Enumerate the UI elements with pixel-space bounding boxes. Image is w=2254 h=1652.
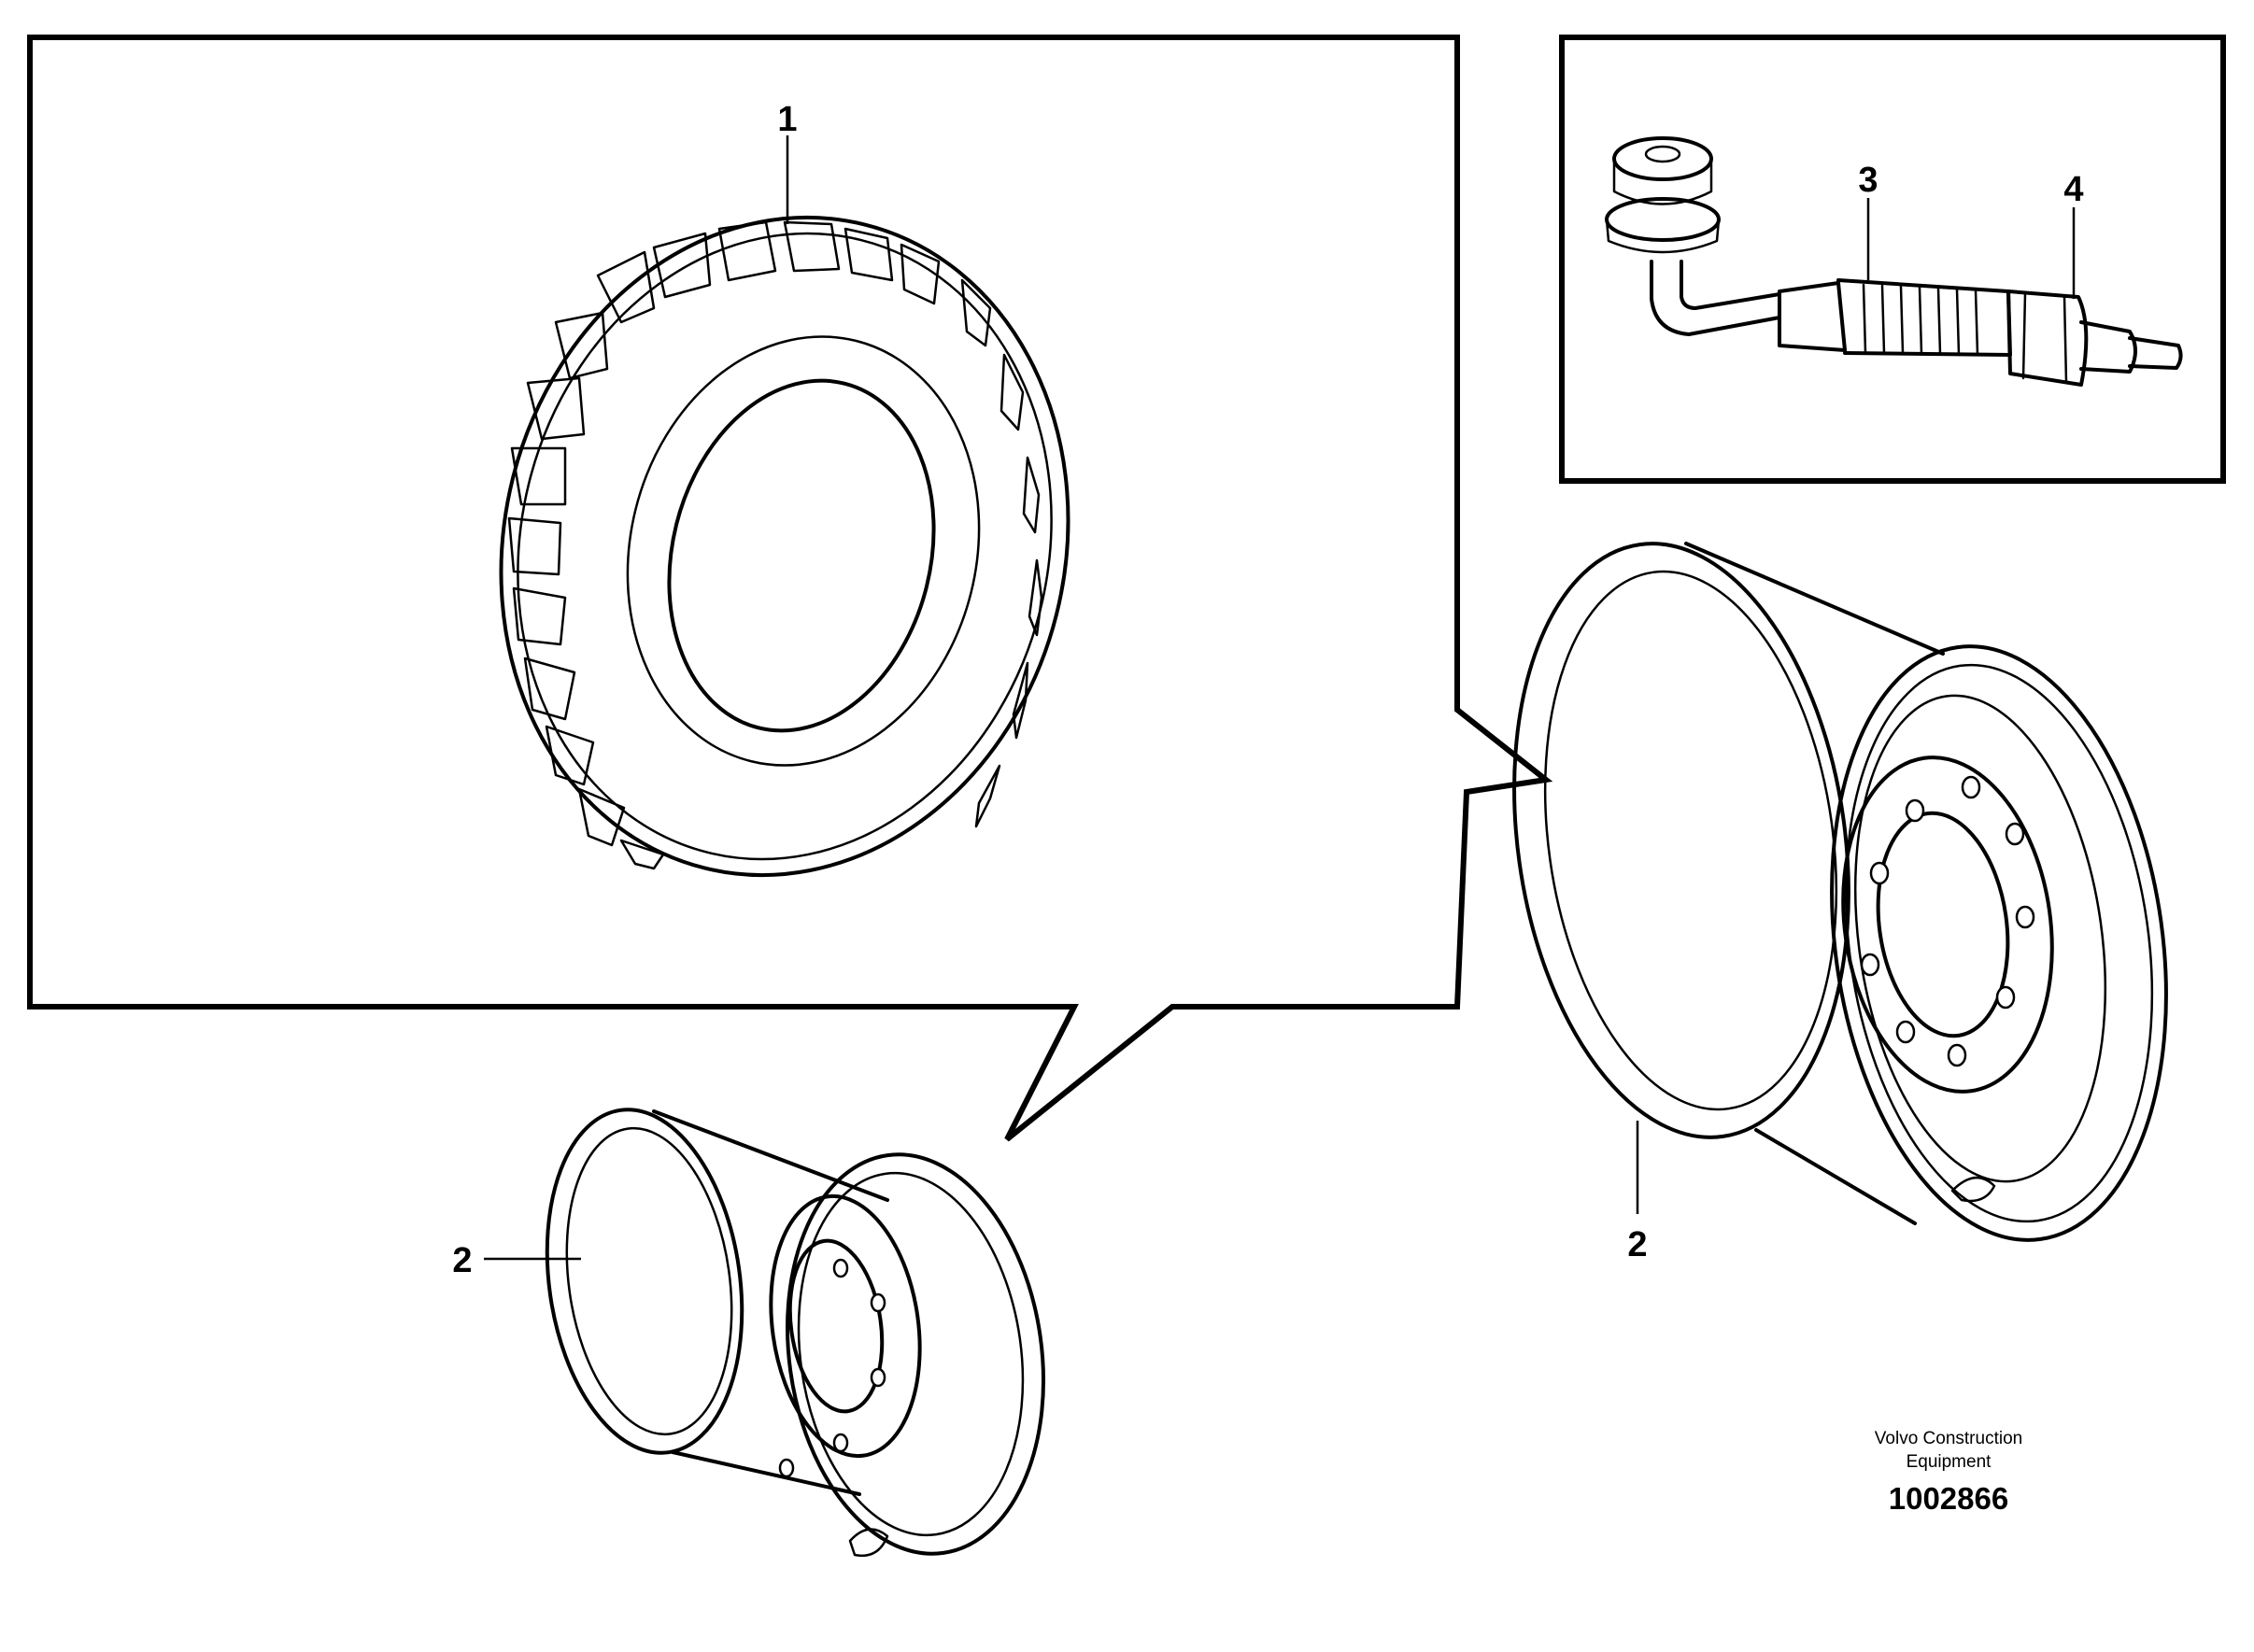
valve-cap-icon (2006, 289, 2183, 387)
valve-detail-frame (1559, 35, 2226, 484)
callout-rim-small: 2 (452, 1241, 472, 1280)
tire-callout-frame (27, 35, 1553, 1142)
drawing-number: 1002866 (1889, 1481, 2008, 1516)
callout-valve-cap: 4 (2063, 170, 2083, 209)
company-name-line1: Volvo Construction (1875, 1429, 2022, 1448)
rim-icon (1512, 542, 2168, 1242)
tire-icon (499, 215, 1070, 878)
callout-rim-large: 2 (1627, 1225, 1647, 1264)
rim-icon (545, 1108, 1045, 1558)
company-name-line2: Equipment (1907, 1452, 1992, 1472)
valve-icon (1605, 136, 2012, 357)
callout-tire: 1 (777, 100, 797, 139)
callout-valve: 3 (1858, 161, 1878, 200)
